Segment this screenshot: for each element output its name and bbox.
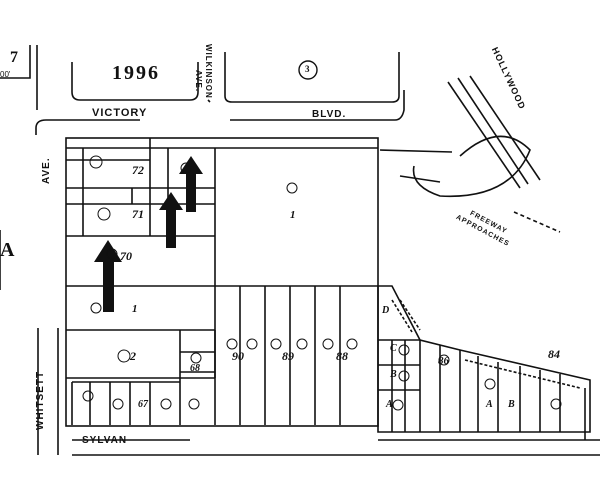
parcel-84: 84 [548,347,560,361]
route-circle [298,60,318,80]
parcel-89: 89 [282,349,294,363]
block-outline-main [65,137,379,427]
parcel-71: 71 [132,207,144,221]
parcel-86: 86 [438,355,449,367]
route-block-outline [224,52,400,103]
street-blvd: BLVD. [312,109,347,120]
street-wilkinson-ave: AVE. [194,70,203,93]
parcel-68: 68 [190,363,200,374]
parcel-d: D [382,305,390,316]
parcel-67: 67 [138,399,148,410]
corner-number: 00' [0,70,11,79]
street-wilkinson: WILKINSON [204,44,213,99]
parcel-90: 90 [232,349,244,363]
freeway-dotted-right [513,211,561,233]
street-whitsett: WHITSETT [35,370,46,430]
parcel-c: C [390,343,397,354]
parcel-a-1: A [386,399,393,410]
street-ave: AVE. [41,157,52,184]
route-number: 3 [305,64,310,74]
freeway-loop [412,135,531,198]
edge-letter: A [0,239,15,261]
arrow-2 [159,192,183,248]
freeway-ramp-top [394,90,405,121]
arrow-3 [179,156,203,212]
map-year: 1996 [112,62,160,84]
year-block-outline [71,62,199,101]
parcel-88: 88 [336,349,348,363]
parcel-2: 2 [130,349,136,363]
parcel-a-2: A [486,399,493,410]
page-corner-bracket [0,45,31,79]
parcel-b-1: B [390,369,397,380]
page-number: 7 [10,49,18,66]
freeway-line-1 [447,81,521,189]
east-block-outline [377,285,591,433]
parcel-72: 72 [132,163,144,177]
street-sylvan: SYLVAN [82,435,128,446]
parcel-1b: 1 [132,303,138,315]
freeway-ramp-left [379,149,453,153]
victory-south-line [35,119,140,135]
street-victory: VICTORY [92,107,148,119]
freeway-line-2 [457,77,529,185]
parcel-1a: 1 [290,209,296,221]
parcel-70: 70 [120,249,132,263]
victory-north-curb [207,99,211,103]
parcel-b-2: B [508,399,515,410]
freeway-line-3 [469,75,541,181]
freeway-ramp-lower [399,175,441,183]
